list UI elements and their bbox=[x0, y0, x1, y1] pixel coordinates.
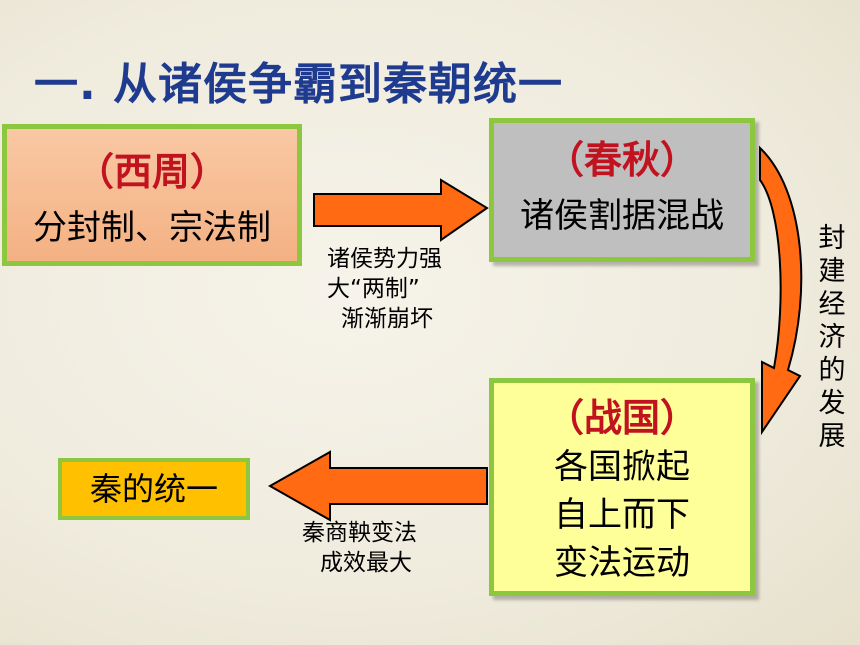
edge-label-line: 秦商鞅变法 bbox=[302, 520, 417, 546]
node-xizhou-head: （西周） bbox=[75, 149, 228, 194]
node-zhanguo-line-2: 自上而下 bbox=[554, 495, 690, 535]
node-qin-body: 秦的统一 bbox=[89, 470, 218, 508]
edge-label-line: 渐渐崩坏 bbox=[341, 306, 433, 332]
edge-label-line: 成效最大 bbox=[320, 550, 412, 576]
edge-label-zhanguo-to-qin: 秦商鞅变法 成效最大 bbox=[302, 518, 417, 578]
edge-label-xizhou-to-chunqiu: 诸侯势力强 大“两制” 渐渐崩坏 bbox=[327, 244, 442, 334]
node-zhanguo-head: （战国） bbox=[545, 395, 698, 440]
arrow-chunqiu-to-zhanguo bbox=[759, 145, 803, 436]
arrow-zhanguo-to-qin bbox=[267, 450, 488, 522]
node-chunqiu: （春秋） 诸侯割据混战 bbox=[489, 118, 755, 262]
edge-label-chunqiu-to-zhanguo: 封建经济的发展 bbox=[818, 223, 846, 452]
arrow-xizhou-to-chunqiu bbox=[313, 178, 489, 242]
page-title: 一. 从诸侯争霸到秦朝统一 bbox=[34, 59, 564, 110]
node-chunqiu-head: （春秋） bbox=[545, 137, 698, 182]
edge-label-line: 大“两制” bbox=[327, 276, 420, 302]
edge-label-line: 诸侯势力强 bbox=[327, 246, 442, 272]
node-zhanguo-line-3: 变法运动 bbox=[554, 543, 690, 583]
node-qin: 秦的统一 bbox=[58, 458, 250, 520]
node-xizhou: （西周） 分封制、宗法制 bbox=[2, 124, 302, 266]
node-zhanguo-line-1: 各国掀起 bbox=[554, 447, 690, 487]
node-xizhou-body: 分封制、宗法制 bbox=[33, 208, 271, 248]
node-zhanguo: （战国） 各国掀起 自上而下 变法运动 bbox=[489, 378, 755, 596]
node-chunqiu-body: 诸侯割据混战 bbox=[520, 196, 724, 236]
